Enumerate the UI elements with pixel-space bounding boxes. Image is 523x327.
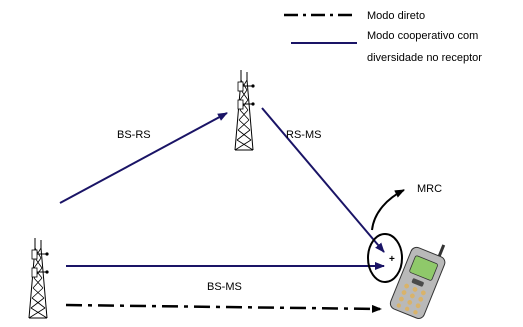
rs-ms-arrow xyxy=(261,107,385,253)
legend: Modo direto Modo cooperativo com diversi… xyxy=(284,10,482,64)
bs-ms-label: BS-MS xyxy=(207,281,242,293)
bs-rs-arrow xyxy=(59,112,228,204)
mobile-phone-icon xyxy=(389,244,446,319)
mrc-label: MRC xyxy=(417,183,442,195)
direct-mode-arrow xyxy=(65,303,382,313)
relay-station-tower-icon xyxy=(234,69,256,151)
mrc-output-arrow xyxy=(371,189,405,231)
legend-direct-label: Modo direto xyxy=(367,10,425,22)
mrc-plus-symbol: + xyxy=(389,254,395,265)
rs-ms-label: RS-MS xyxy=(286,129,321,141)
legend-coop-label-line1: Modo cooperativo com xyxy=(367,30,478,42)
base-station-tower-icon xyxy=(28,237,50,319)
legend-coop-label-line2: diversidade no receptor xyxy=(367,52,482,64)
mrc-combiner-circle xyxy=(367,233,403,283)
bs-rs-label: BS-RS xyxy=(117,129,151,141)
